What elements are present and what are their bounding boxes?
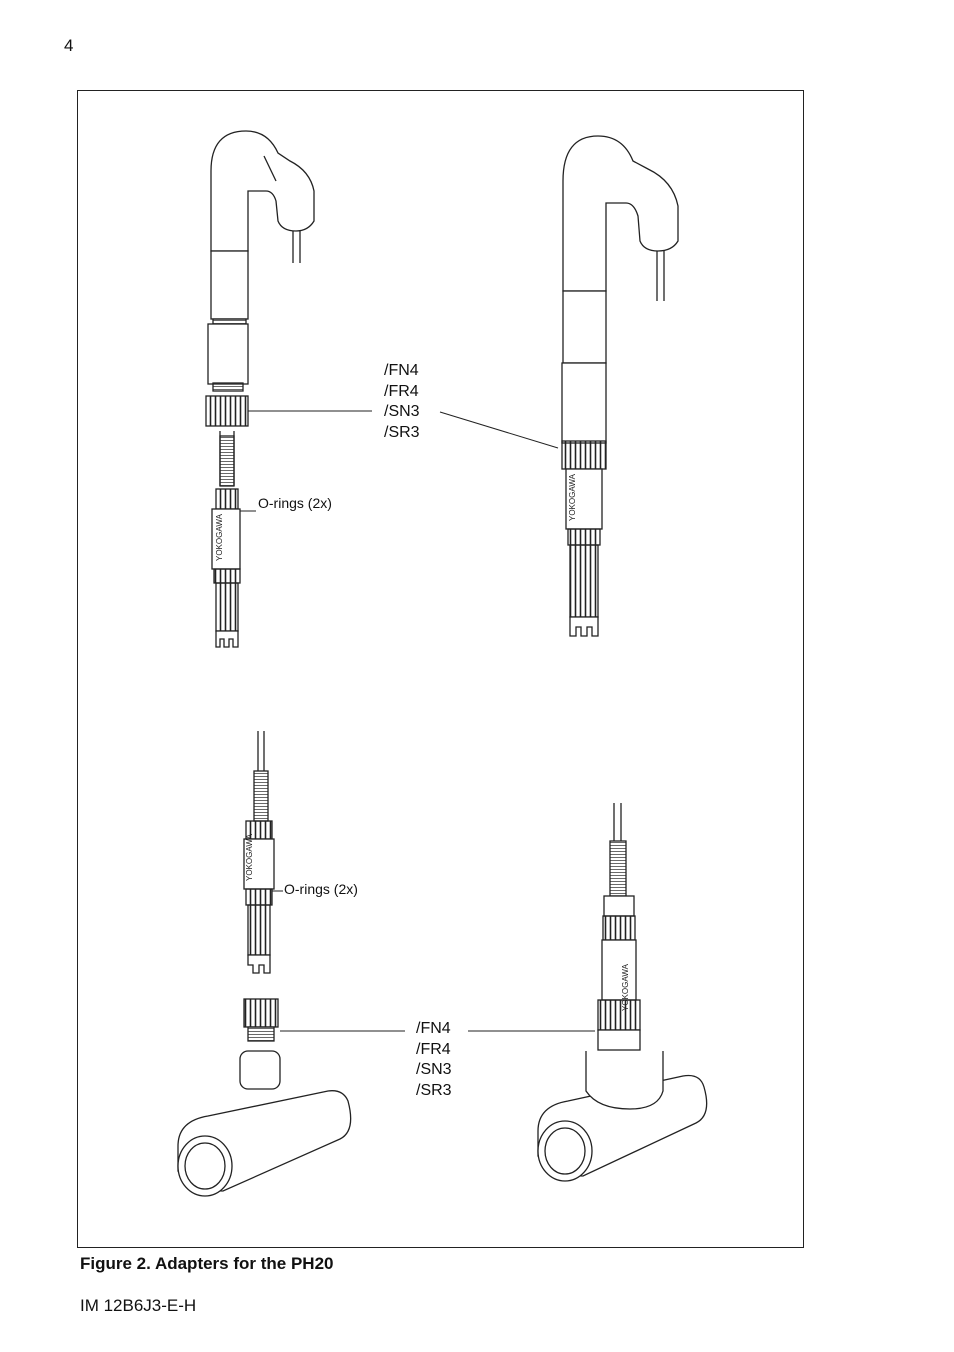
code-fr4: /FR4 — [384, 382, 419, 400]
page-number: 4 — [64, 36, 74, 55]
code-fn4: /FN4 — [416, 1020, 451, 1037]
code-fn4: /FN4 — [384, 362, 419, 379]
sensor-brand-text-2: YOKOGAWA — [568, 473, 577, 521]
figure-frame: YOKOGAWA YOKOGAWA — [77, 90, 804, 1248]
leader-line — [439, 411, 559, 449]
o-rings-label-top: O-rings (2x) — [258, 495, 332, 511]
code-fr4: /FR4 — [416, 1040, 451, 1058]
document-id: IM 12B6J3-E-H — [80, 1296, 197, 1315]
figure-caption: Figure 2. Adapters for the PH20 — [80, 1254, 334, 1273]
o-rings-label-bottom: O-rings (2x) — [284, 881, 358, 897]
top-left-assembly — [205, 130, 315, 648]
code-sn3: /SN3 — [384, 403, 420, 420]
code-sr3: /SR3 — [384, 423, 420, 441]
sensor-brand-text-1: YOKOGAWA — [215, 513, 224, 561]
sensor-brand-text-3: YOKOGAWA — [245, 833, 254, 881]
code-sn3: /SN3 — [416, 1061, 452, 1078]
bottom-left-assembly — [177, 731, 352, 1197]
bottom-right-assembly — [537, 803, 708, 1182]
code-sr3: /SR3 — [416, 1081, 452, 1099]
sensor-brand-text-4: YOKOGAWA — [621, 963, 630, 1011]
top-right-assembly — [561, 135, 679, 637]
adapter-codes-top: /FN4 /FR4 /SN3 /SR3 — [384, 361, 420, 443]
adapter-codes-bottom: /FN4 /FR4 /SN3 /SR3 — [416, 1019, 452, 1101]
adapter-illustration: YOKOGAWA YOKOGAWA — [177, 130, 708, 1197]
